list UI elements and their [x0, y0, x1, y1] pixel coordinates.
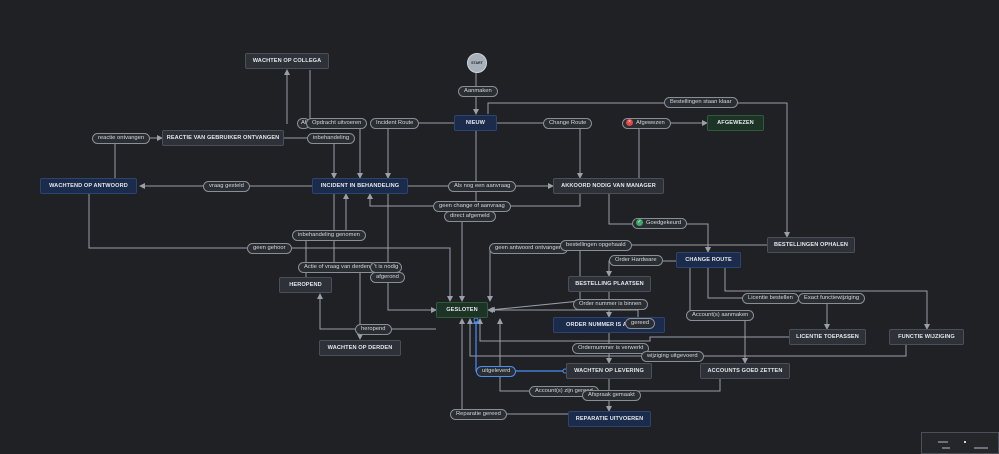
edge-label-reparatie-gereed[interactable]: Reparatie gereed: [450, 409, 507, 420]
edge-label-wijziging-uitgevoerd[interactable]: wijziging uitgevoerd: [641, 351, 704, 362]
edge-label-inbehandeling-genomen[interactable]: inbehandeling genomen: [292, 230, 366, 241]
minimap-mark: [974, 447, 988, 449]
edge-label-geen-gehoor[interactable]: geen gehoor: [247, 243, 292, 254]
node-incident-in-behandeling[interactable]: INCIDENT IN BEHANDELING: [312, 178, 408, 194]
node-heropend[interactable]: HEROPEND: [279, 277, 332, 293]
edge-label-inbehandeling[interactable]: inbehandeling: [307, 133, 356, 144]
edge-label-incident-route[interactable]: Incident Route: [370, 118, 420, 129]
edge-label-bestellingen-staan-klaar[interactable]: Bestellingen staan klaar: [664, 97, 738, 108]
edge-label-change-route[interactable]: Change Route: [543, 118, 593, 129]
edge-label-afspraak-gemaakt[interactable]: Afspraak gemaakt: [582, 390, 641, 401]
node-wachten-op-derden[interactable]: WACHTEN OP DERDEN: [319, 340, 401, 356]
minimap-mark: [964, 441, 966, 443]
edge-label-afgewezen[interactable]: ×Afgewezen: [622, 118, 671, 129]
node-functie-wijziging[interactable]: FUNCTIE WIJZIGING: [889, 329, 964, 345]
node-licentie-toepassen[interactable]: LICENTIE TOEPASSEN: [789, 329, 866, 345]
node-afgewezen[interactable]: AFGEWEZEN: [707, 115, 764, 131]
node-change-route[interactable]: CHANGE ROUTE: [676, 252, 741, 268]
node-wachten-op-levering[interactable]: WACHTEN OP LEVERING: [566, 363, 652, 379]
edge-label-order-hardware[interactable]: Order Hardware: [609, 255, 663, 266]
edge-label-afgewezen-text: Afgewezen: [636, 120, 665, 127]
minimap-mark: [938, 441, 948, 443]
node-wachtend-op-antwoord[interactable]: WACHTEND OP ANTWOORD: [40, 178, 137, 194]
check-circle-icon: ✓: [636, 219, 643, 226]
edge-label-bestellingen-opgehaald[interactable]: bestellingen opgehaald: [560, 240, 632, 251]
edge-label-uitgeleverd[interactable]: uitgeleverd: [476, 366, 517, 377]
edge-label-als-nog-een-aanvraag[interactable]: Als nog een aanvraag: [448, 181, 517, 192]
edge-label-heropend[interactable]: heropend: [355, 324, 392, 335]
node-akkoord-nodig[interactable]: AKKOORD NODIG VAN MANAGER: [553, 178, 664, 194]
minimap-mark: [942, 447, 950, 449]
minimap[interactable]: [921, 432, 999, 454]
edge-label-order-nummer-binnen[interactable]: Order nummer is binnen: [573, 299, 648, 310]
edge-label-vraag-gesteld[interactable]: vraag gesteld: [203, 181, 250, 192]
edge-label-ordernummer-verwerkt[interactable]: Ordernummer is verwerkt: [572, 343, 650, 354]
edge-label-gereed[interactable]: gereed: [625, 318, 656, 329]
edge-label-licentie-bestellen[interactable]: Licentie bestellen: [742, 293, 799, 304]
edge-label-actie-van-derden[interactable]: Actie of vraag van derden: [298, 262, 377, 273]
node-reactie-van-gebruiker[interactable]: REACTIE VAN GEBRUIKER ONTVANGEN: [162, 130, 284, 146]
edge-label-reactie-ontvangen[interactable]: reactie ontvangen: [92, 133, 151, 144]
edge-label-afgerond[interactable]: afgerond: [370, 272, 405, 283]
node-accounts-goed-zetten[interactable]: ACCOUNTS GOED ZETTEN: [700, 363, 790, 379]
node-reparatie-uitvoeren[interactable]: REPARATIE UITVOEREN: [568, 411, 651, 427]
node-bestellingen-ophalen[interactable]: BESTELLINGEN OPHALEN: [767, 237, 855, 253]
edge-label-direct-afgemeld[interactable]: direct afgemeld: [444, 211, 496, 222]
edge-label-goedgekeurd-text: Goedgekeurd: [646, 220, 682, 227]
start-node[interactable]: START: [467, 53, 487, 73]
edge-label-aanmaken[interactable]: Aanmaken: [458, 86, 498, 97]
edge-label-goedgekeurd[interactable]: ✓Goedgekeurd: [632, 218, 688, 229]
node-wachten-op-collega[interactable]: WACHTEN OP COLLEGA: [245, 53, 329, 69]
node-gesloten[interactable]: GESLOTEN: [436, 302, 488, 318]
edge-label-exact-functiewijziging[interactable]: Exact functiewijziging: [798, 293, 866, 304]
edge-label-opdracht-uitvoeren[interactable]: Opdracht uitvoeren: [306, 118, 368, 129]
node-bestelling-plaatsen[interactable]: BESTELLING PLAATSEN: [568, 276, 651, 292]
edge-label-accounts-aanmaken[interactable]: Account(s) aanmaken: [686, 310, 755, 321]
x-circle-icon: ×: [626, 119, 633, 126]
node-nieuw[interactable]: NIEUW: [454, 115, 497, 131]
edge-label-geen-antwoord[interactable]: geen antwoord ontvangen: [489, 243, 569, 254]
